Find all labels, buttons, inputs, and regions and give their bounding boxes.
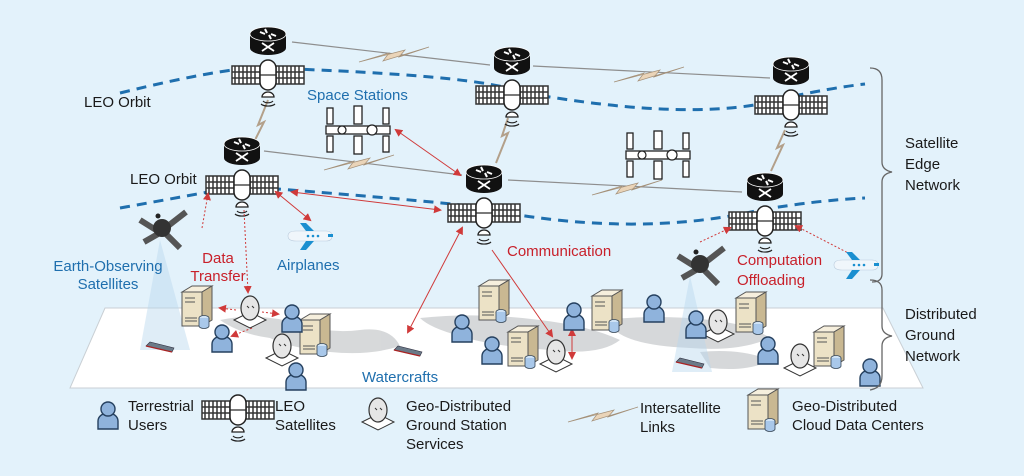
leo-satellite — [205, 136, 279, 217]
earth-observing-satellite — [140, 212, 186, 248]
earth-observing-label: Earth-Observing Satellites — [53, 258, 163, 293]
leo-satellite — [754, 56, 828, 137]
computation-offloading-label: Computation Offloading — [737, 252, 823, 289]
space-station — [625, 130, 691, 180]
leo-satellite — [231, 26, 305, 107]
airplanes-label: Airplanes — [277, 257, 340, 274]
leo-satellite — [728, 172, 802, 253]
watercrafts-label: Watercrafts — [362, 369, 439, 386]
data-transfer-label: Data Transfer — [190, 250, 246, 285]
satellite-edge-network-label: Satellite Edge Network — [905, 135, 961, 194]
observation-beam — [140, 240, 190, 350]
legend-terrestrial-users: Terrestrial Users — [128, 398, 194, 434]
communication-arrows — [201, 128, 855, 360]
legend-intersatellite-links: Intersatellite Links — [640, 400, 721, 436]
legend-lightning-link-icon — [567, 406, 639, 423]
leo-orbit-label-upper: LEO Orbit — [84, 94, 151, 111]
distributed-ground-network-label: Distributed Ground Network — [905, 306, 977, 365]
legend-user-icon — [97, 401, 119, 430]
ground-network-bracket — [869, 279, 893, 391]
legend-leo-satellites: LEO Satellites — [275, 398, 336, 434]
airplane — [833, 251, 880, 280]
space-station — [325, 105, 391, 155]
legend-cloud-data-centers: Geo-Distributed Cloud Data Centers — [792, 398, 924, 434]
legend-ground-station-icon — [361, 397, 395, 431]
legend-server-icon — [747, 388, 779, 432]
leo-satellite — [447, 164, 521, 245]
leo-orbit-label-lower: LEO Orbit — [130, 171, 197, 188]
communication-label: Communication — [507, 243, 612, 260]
space-stations-label: Space Stations — [307, 87, 408, 104]
leo-satellite — [475, 46, 549, 127]
satellite-edge-bracket — [869, 67, 893, 283]
airplane — [287, 222, 334, 251]
legend-ground-station-services: Geo-Distributed Ground Station Services — [406, 398, 512, 453]
legend-satellite-icon — [201, 394, 275, 442]
earth-observing-satellite — [678, 248, 724, 284]
